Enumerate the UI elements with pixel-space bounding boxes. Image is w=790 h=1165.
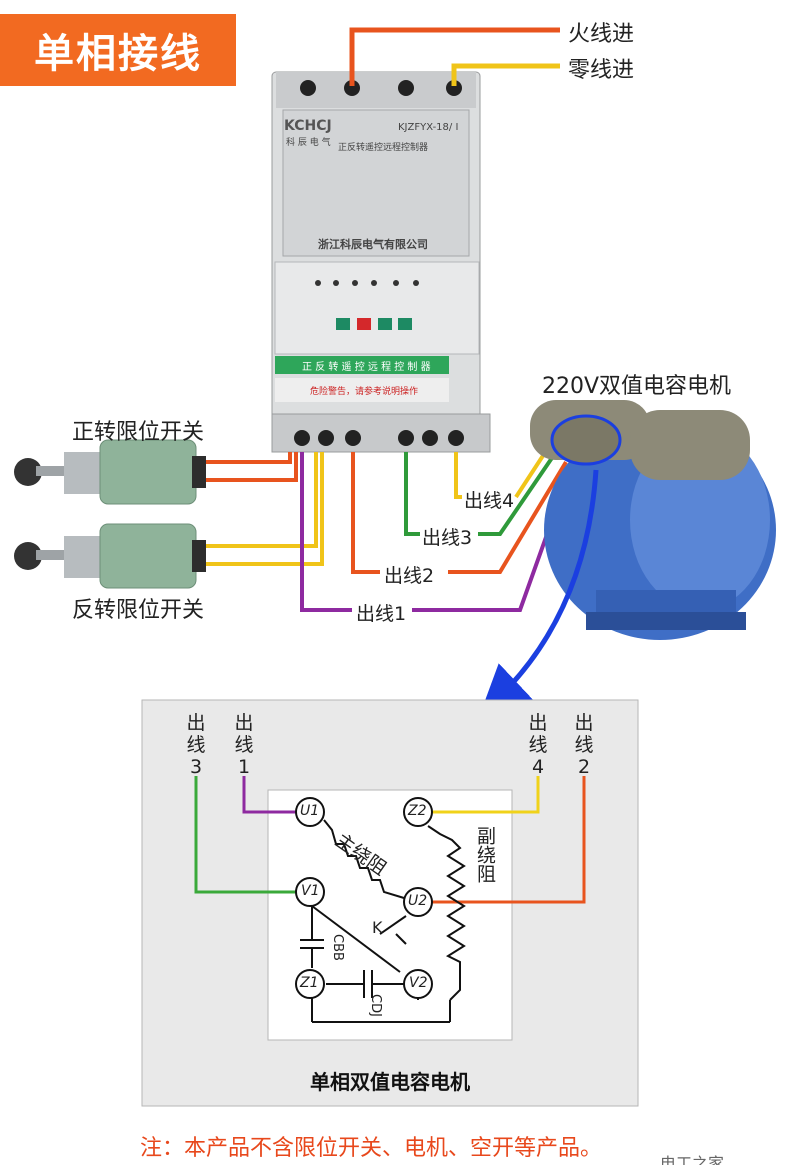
cdj-label: CDJ xyxy=(368,994,383,1017)
product-note: 注：本产品不含限位开关、电机、空开等产品。 xyxy=(140,1136,603,1161)
terminal-v2 xyxy=(403,969,433,999)
terminal-z1 xyxy=(295,969,325,999)
reverse-limit-switch xyxy=(14,523,206,589)
controller-unit xyxy=(271,71,491,453)
forward-switch-label: 正转限位开关 xyxy=(72,420,205,445)
terminal-u2 xyxy=(403,887,433,917)
terminal-v1-label: V1 xyxy=(301,883,320,899)
reverse-switch-label: 反转限位开关 xyxy=(72,598,205,623)
controller-brand: KCHCJ xyxy=(284,118,332,134)
forward-limit-switch xyxy=(14,439,206,505)
live-in-label: 火线进 xyxy=(568,22,635,47)
controller-brand-sub: 科 辰 电 气 xyxy=(286,138,331,148)
terminal-z2 xyxy=(403,797,433,827)
controller-name: 正反转遥控远程控制器 xyxy=(338,143,429,153)
terminal-v1 xyxy=(295,877,325,907)
controller-model: KJZFYX-18/ I xyxy=(398,122,459,133)
watermark: 电工之家 xyxy=(660,1154,725,1165)
switch-k-label: K xyxy=(372,918,383,937)
controller-company: 浙江科辰电气有限公司 xyxy=(318,238,428,251)
out4-label: 出线4 xyxy=(464,490,515,512)
out3-label: 出线3 xyxy=(422,527,473,549)
page-title: 单相接线 xyxy=(0,14,236,86)
schematic-caption: 单相双值电容电机 xyxy=(310,1070,470,1094)
out1-label: 出线1 xyxy=(356,603,407,625)
motor-label: 220V双值电容电机 xyxy=(542,374,732,399)
terminal-z1-label: Z1 xyxy=(300,975,319,991)
terminal-u1-label: U1 xyxy=(300,803,320,819)
out2-label: 出线2 xyxy=(384,565,435,587)
motor xyxy=(530,400,776,640)
terminal-v2-label: V2 xyxy=(409,975,428,991)
cbb-label: CBB xyxy=(330,934,345,961)
terminal-z2-label: Z2 xyxy=(408,803,427,819)
neutral-in-label: 零线进 xyxy=(568,58,635,83)
terminal-u2-label: U2 xyxy=(408,893,428,909)
aux-winding-label: 副绕阻 xyxy=(474,826,496,883)
controller-band: 正 反 转 遥 控 远 程 控 制 器 xyxy=(302,362,431,373)
terminal-u1 xyxy=(295,797,325,827)
controller-warning: 危险警告，请参考说明操作 xyxy=(310,387,419,397)
